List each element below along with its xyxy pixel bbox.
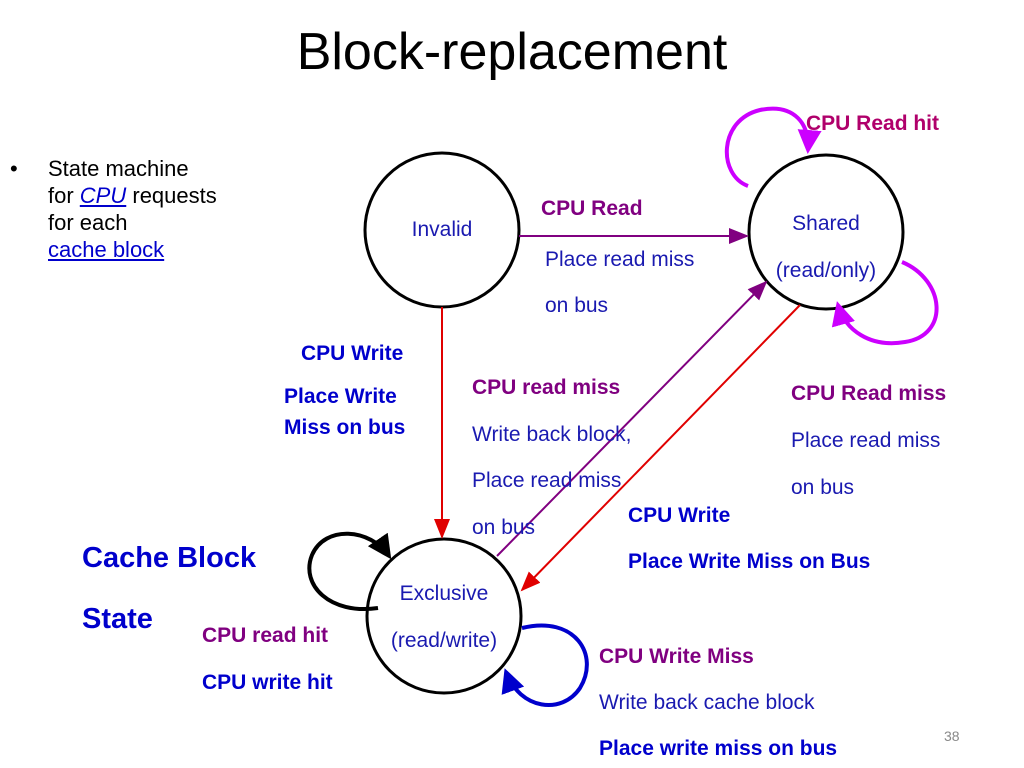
shared-subtext: (read/only) — [775, 259, 877, 282]
cache-block-link[interactable]: cache block — [48, 237, 165, 262]
exclusive-read-hit-label: CPU read hit — [202, 624, 329, 647]
page-title: Block-replacement — [296, 23, 728, 81]
exclusive-to-shared-arrow — [496, 280, 768, 557]
exclusive-text: Exclusive — [399, 582, 489, 605]
shared-read-miss-event: CPU Read miss — [791, 382, 947, 405]
exclusive-write-hit-label: CPU write hit — [202, 671, 333, 694]
invalid-text: Invalid — [411, 218, 473, 241]
exclusive-state-circle — [365, 537, 523, 695]
exclusive-write-miss-action-2: Place write miss on bus — [599, 737, 838, 760]
shared-state-label: Shared (read/only) — [756, 200, 896, 294]
invalid-state-label: Invalid — [392, 218, 492, 242]
exclusive-subtext: (read/write) — [390, 629, 498, 652]
invalid-shared-action-1: Place read miss — [545, 248, 695, 271]
bullet-for-prefix: for — [48, 183, 80, 208]
bullet-line-3: for each — [48, 210, 128, 235]
cache-block-state-line-1: Cache Block — [82, 542, 257, 574]
exclusive-hit-loop — [307, 531, 392, 611]
invalid-exclusive-action-1: Place Write — [284, 385, 397, 408]
invalid-shared-action-2: on bus — [545, 294, 609, 317]
cpu-link[interactable]: CPU — [79, 183, 127, 208]
shared-read-miss-action-2: on bus — [791, 476, 855, 499]
page-number: 38 — [944, 728, 960, 744]
exclusive-write-miss-action-1: Write back cache block — [599, 691, 815, 714]
shared-exclusive-event: CPU Write — [628, 504, 731, 527]
bullet-requests: requests — [126, 183, 217, 208]
shared-text: Shared — [792, 212, 860, 235]
exclusive-write-miss-event: CPU Write Miss — [599, 645, 754, 668]
shared-read-miss-loop — [831, 260, 939, 346]
invalid-shared-event: CPU Read — [541, 197, 643, 220]
shared-to-exclusive-arrow — [520, 304, 801, 592]
exclusive-shared-action-3: on bus — [472, 516, 536, 539]
exclusive-state-label: Exclusive (read/write) — [374, 570, 514, 664]
bullet-dot: • — [10, 156, 18, 181]
shared-read-miss-action-1: Place read miss — [791, 429, 941, 452]
exclusive-shared-action-1: Write back block, — [472, 423, 632, 446]
cache-block-state-line-2: State — [82, 603, 153, 635]
cache-block-state-label: Cache Block State — [82, 528, 256, 650]
exclusive-shared-event: CPU read miss — [472, 376, 621, 399]
invalid-exclusive-event: CPU Write — [301, 342, 404, 365]
exclusive-write-miss-loop — [501, 623, 589, 707]
shared-read-hit-loop — [724, 106, 822, 188]
exclusive-shared-action-2: Place read miss — [472, 469, 622, 492]
shared-exclusive-action: Place Write Miss on Bus — [628, 550, 871, 573]
invalid-exclusive-action-2: Miss on bus — [284, 416, 406, 439]
shared-read-hit-label: CPU Read hit — [806, 112, 940, 135]
bullet-text: State machine for CPU requests for each … — [48, 155, 258, 263]
shared-state-circle — [747, 153, 905, 311]
bullet-line-1: State machine — [48, 156, 189, 181]
